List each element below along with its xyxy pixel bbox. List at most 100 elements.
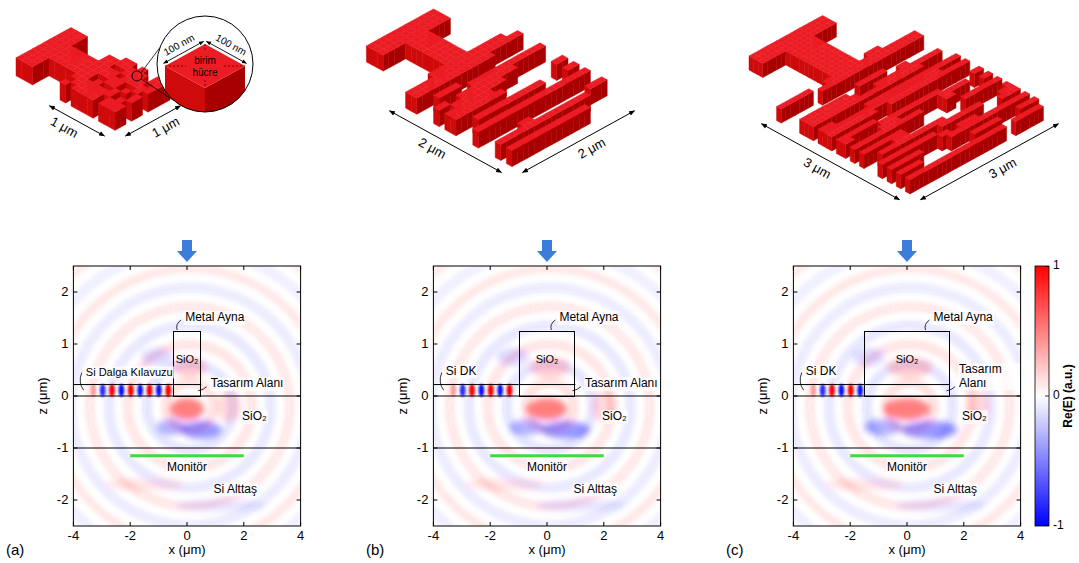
tick-label: 0: [61, 389, 68, 404]
tick-label: -2: [484, 529, 496, 544]
axis-label: z (μm): [396, 377, 411, 414]
monitor-line: [130, 454, 244, 457]
tick-mark: [793, 500, 797, 501]
voxel-face: [786, 104, 791, 121]
voxel-structure: [749, 16, 1043, 194]
tick-mark: [433, 396, 437, 397]
tick-mark: [490, 266, 491, 270]
voxel-face: [1034, 109, 1039, 126]
layer-boundary: [793, 448, 1020, 449]
tick-mark: [850, 522, 851, 526]
structures: [16, 9, 1059, 200]
voxel-face: [984, 137, 989, 154]
mode-stripe: [810, 384, 816, 397]
tick-label: -1: [777, 441, 789, 456]
voxel-face: [473, 126, 484, 132]
axis-label: x (μm): [888, 543, 925, 558]
voxel-face: [27, 61, 38, 67]
dimension-label: 3 μm: [801, 155, 834, 182]
voxel-face: [758, 61, 763, 78]
tick-mark: [547, 266, 548, 270]
field-wave: [793, 266, 1020, 526]
field-wave: [793, 266, 1020, 526]
tick-mark: [433, 266, 434, 270]
monitor-line: [490, 454, 604, 457]
tick-mark: [1017, 292, 1021, 293]
voxel-face: [1016, 104, 1025, 109]
voxel-face: [800, 96, 805, 113]
field-wave: [73, 266, 300, 526]
voxel-face: [551, 126, 557, 145]
voxel-face: [372, 49, 378, 68]
panel-label: (b): [366, 541, 384, 558]
field-wave: [848, 344, 972, 468]
tick-mark: [433, 292, 437, 293]
field-wave: [433, 266, 660, 526]
colorbar-tick-mark: [1045, 525, 1049, 526]
region-label: SiO₂: [601, 410, 628, 424]
field-plots: [0, 116, 1079, 563]
voxel-face: [148, 91, 154, 112]
field-wave: [829, 325, 991, 487]
tick-mark: [300, 522, 301, 526]
voxel-face: [951, 94, 956, 111]
dimension-label: 2 μm: [416, 135, 449, 162]
guided-mode: [90, 384, 171, 397]
tick-mark: [73, 344, 77, 345]
voxel-face: [905, 43, 910, 60]
tick-mark: [73, 448, 77, 449]
field-wave: [810, 306, 1010, 506]
mirror-box: SiO₂: [519, 331, 576, 397]
voxel-face: [956, 152, 961, 169]
guided-mode: [810, 384, 862, 397]
voxel-face: [919, 36, 924, 53]
tick-mark: [657, 292, 661, 293]
voxel-face: [495, 141, 501, 160]
leader-line: [800, 373, 804, 391]
tick-mark: [793, 448, 797, 449]
voxel-face: [942, 96, 947, 113]
voxel-face: [1011, 119, 1016, 136]
voxel-face: [143, 88, 154, 94]
field-wave: [793, 266, 1020, 526]
leader-line: [440, 373, 444, 391]
tick-label: 2: [61, 285, 68, 300]
voxel-face: [887, 167, 892, 184]
voxel-face: [846, 76, 851, 93]
tick-mark: [73, 396, 77, 397]
tick-label: 0: [421, 389, 428, 404]
tick-label: 1: [781, 337, 788, 352]
tick-mark: [73, 266, 74, 270]
voxel-face: [121, 106, 127, 127]
voxel-face: [956, 66, 961, 83]
tick-mark: [130, 266, 131, 270]
voxel-structure: [366, 9, 607, 167]
tick-label: 0: [781, 389, 788, 404]
voxel-face: [154, 88, 160, 109]
layer-boundary: [173, 384, 201, 385]
plot-frame: [433, 266, 660, 526]
field-wave: [793, 268, 1020, 526]
voxel-face: [887, 53, 892, 70]
voxel-face: [855, 147, 860, 164]
region-label: Tasarım Alanı: [584, 377, 659, 391]
voxel-face: [33, 64, 39, 85]
voxel-face: [892, 51, 897, 68]
field-lobe: [896, 499, 986, 511]
voxel-face: [44, 58, 50, 79]
voxel-face: [800, 59, 805, 76]
voxel-face: [60, 79, 71, 85]
mode-stripe: [848, 384, 854, 397]
tick-mark: [907, 522, 908, 526]
region-label: Monitör: [166, 461, 208, 475]
axis-label: z (μm): [36, 377, 51, 414]
voxel-face: [951, 69, 956, 86]
voxel-face: [804, 94, 809, 111]
voxel-face: [970, 129, 979, 134]
tick-mark: [433, 448, 437, 449]
voxel-face: [827, 132, 836, 137]
voxel-face: [562, 64, 573, 70]
voxel-face: [942, 94, 951, 99]
mode-stripe: [128, 384, 134, 397]
layer-boundary: [73, 448, 300, 449]
